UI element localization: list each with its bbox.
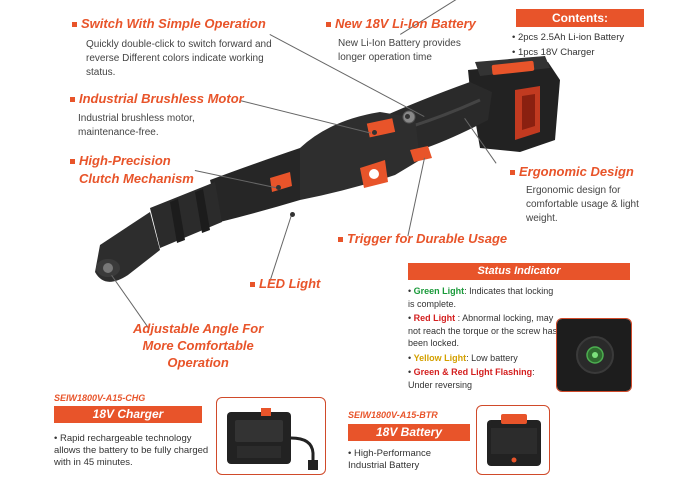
battery-model: SEIW1800V-A15-BTR	[348, 410, 438, 420]
feature-switch-title: Switch With Simple Operation	[72, 16, 266, 31]
motor-housing	[300, 112, 420, 200]
contents-list: 2pcs 2.5Ah Li-ion Battery 1pcs 18V Charg…	[512, 30, 624, 60]
feature-motor-title: Industrial Brushless Motor	[70, 91, 244, 106]
led-light-image	[103, 263, 113, 273]
feature-battery-desc: New Li-Ion Battery provides longer opera…	[338, 38, 461, 63]
list-item: 1pcs 18V Charger	[512, 45, 624, 60]
status-indicator-heading: Status Indicator	[408, 263, 630, 280]
list-item: 2pcs 2.5Ah Li-ion Battery	[512, 30, 624, 45]
tool-shaft	[150, 182, 222, 248]
charger-image	[216, 397, 326, 475]
feature-led-title: LED Light	[250, 276, 320, 291]
leader-dot	[405, 114, 410, 119]
status-led-image	[556, 318, 632, 392]
battery-heading: 18V Battery	[348, 424, 470, 441]
feature-ergonomic-title: Ergonomic Design	[510, 164, 634, 179]
leader-dot	[276, 185, 281, 190]
list-item: Yellow Light: Low battery	[408, 352, 558, 365]
charger-model: SEIW1800V-A15-CHG	[54, 393, 146, 403]
battery-image	[476, 405, 550, 475]
battery-desc: High-Performance Industrial Battery	[348, 448, 466, 472]
list-item: Green & Red Light Flashing: Under revers…	[408, 366, 558, 391]
feature-ergonomic-desc: Ergonomic design for comfortable usage &…	[526, 185, 639, 224]
charger-heading: 18V Charger	[54, 406, 202, 423]
feature-battery-title: New 18V Li-Ion Battery	[326, 16, 476, 31]
feature-trigger-title: Trigger for Durable Usage	[338, 231, 507, 246]
feature-switch-desc: Quickly double-click to switch forward a…	[86, 39, 272, 78]
status-indicator-list: Green Light: Indicates that locking is c…	[408, 285, 558, 393]
leader-dot	[372, 130, 377, 135]
battery-pack-image	[468, 56, 560, 152]
leader-dot	[290, 212, 295, 217]
contents-heading: Contents:	[516, 9, 644, 27]
charger-desc: Rapid rechargeable technology allows the…	[54, 433, 212, 469]
list-item: Red Light : Abnormal locking, may not re…	[408, 312, 558, 350]
tool-neck	[210, 148, 300, 222]
feature-motor-desc: Industrial brushless motor, maintenance-…	[78, 113, 195, 138]
list-item: Green Light: Indicates that locking is c…	[408, 285, 558, 310]
trigger-image	[410, 146, 432, 162]
